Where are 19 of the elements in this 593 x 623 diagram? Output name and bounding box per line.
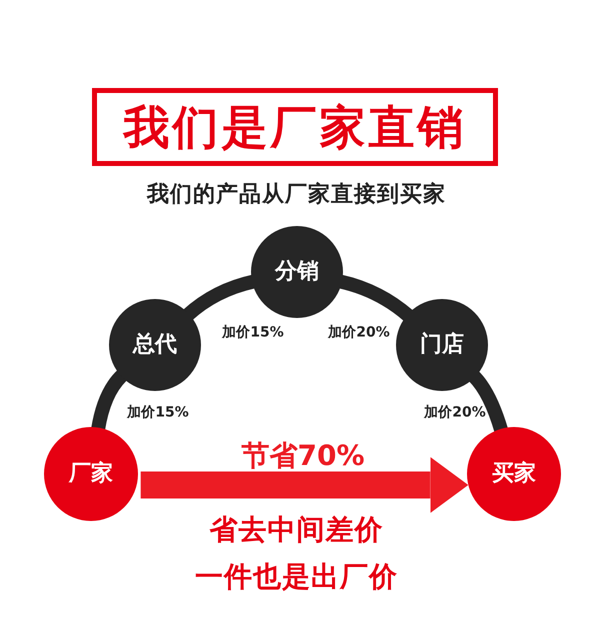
connector-arc [468,370,508,433]
slogan-text: 省去中间差价 [208,512,384,548]
subtitle: 我们的产品从厂家直接到买家 [146,180,447,209]
title: 我们是厂家直销 [124,104,466,150]
edge-label: 加价20% [424,404,486,422]
node-label: 厂家 [69,463,113,485]
edge-label: 节省70% [241,438,365,474]
node-label: 门店 [420,334,464,356]
edge-label: 加价20% [328,324,390,342]
slogan-text: 一件也是出厂价 [194,559,399,595]
connector-arc [182,274,256,321]
connector-arc [338,274,414,322]
node-label: 买家 [492,463,536,485]
edge-label: 加价15% [222,324,284,342]
connector-arc [91,370,128,431]
edge-label: 加价15% [127,404,189,422]
node-label: 分销 [275,261,319,283]
arrow [140,457,468,513]
node-label: 总代 [133,334,177,356]
